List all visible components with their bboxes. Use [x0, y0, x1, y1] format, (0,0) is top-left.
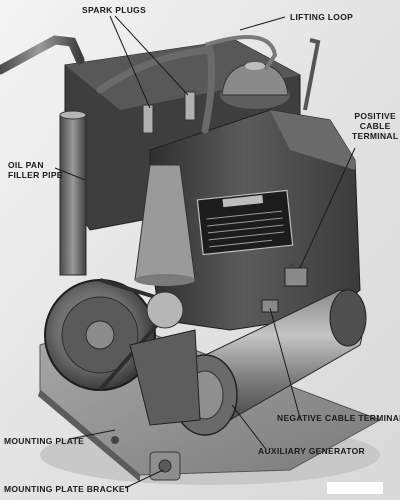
- generator-rear-cap: [329, 289, 367, 347]
- fan-shroud-rim: [135, 274, 195, 286]
- filler-cap: [59, 110, 87, 120]
- oil-pan-filler-pipe: [59, 114, 87, 276]
- air-cleaner-cap: [245, 62, 265, 70]
- label-line: OIL PAN: [8, 160, 44, 170]
- nameplate-logo: [222, 195, 264, 208]
- fuel-line: [96, 46, 216, 134]
- label-mounting-plate-bracket: MOUNTING PLATE BRACKET: [4, 484, 131, 494]
- spark-plug-2: [184, 91, 196, 121]
- nameplate-text: [206, 210, 285, 248]
- label-auxiliary-generator: AUXILIARY GENERATOR: [258, 446, 365, 456]
- exhaust-pipe: [0, 35, 85, 75]
- label-line: TERMINAL: [352, 131, 399, 141]
- callout-leaders: [54, 15, 356, 489]
- label-oil-pan-filler-pipe: OIL PAN FILLER PIPE: [8, 160, 63, 180]
- lifting-loop: [204, 35, 278, 72]
- label-lifting-loop: LIFTING LOOP: [290, 12, 354, 22]
- mounting-plate-edge: [38, 390, 140, 482]
- inspection-port: [146, 291, 184, 329]
- label-mounting-plate: MOUNTING PLATE: [4, 436, 85, 446]
- label-negative-cable-terminal: NEGATIVE CABLE TERMINAL: [277, 413, 400, 423]
- spark-plug-1: [142, 104, 154, 134]
- pulley-hub: [85, 320, 115, 350]
- terminal-nut: [289, 263, 295, 269]
- gear-housing: [129, 329, 201, 426]
- label-spark-plugs: SPARK PLUGS: [82, 5, 147, 15]
- shroud-top: [65, 40, 300, 110]
- dipstick: [303, 38, 321, 111]
- label-line: FILLER PIPE: [8, 170, 63, 180]
- label-line: CABLE: [359, 121, 391, 131]
- scan-blank-patch: [327, 482, 383, 494]
- plate-bolt: [111, 436, 119, 444]
- block-highlight: [270, 110, 355, 170]
- label-line: POSITIVE: [354, 111, 396, 121]
- negative-cable-terminal: [261, 299, 279, 313]
- bracket-bolt: [158, 459, 172, 473]
- label-positive-cable-terminal: POSITIVE CABLE TERMINAL: [352, 111, 398, 141]
- positive-cable-terminal: [284, 267, 308, 287]
